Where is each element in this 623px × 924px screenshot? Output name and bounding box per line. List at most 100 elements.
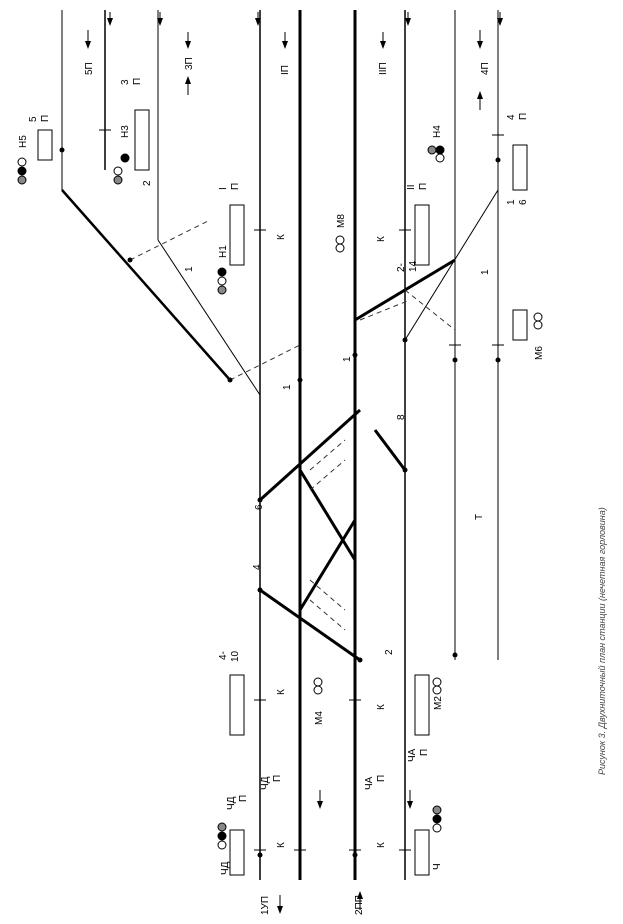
switch-point: [357, 657, 363, 663]
switch-point: [257, 852, 263, 858]
dashed-route-4: [309, 599, 346, 631]
circuit-3p-top: 3: [120, 79, 131, 85]
circuit-2-14-top: 2-: [396, 263, 407, 272]
circuit-cha2-top: ЧА: [407, 748, 418, 762]
switch-point: [402, 467, 408, 473]
signal-m6: М6: [534, 346, 545, 360]
circuit-chd2-top: ЧД: [226, 796, 237, 810]
relay-box-icon: [229, 204, 245, 266]
signal-ch: Ч: [432, 863, 443, 870]
track-1p-label: IП: [280, 65, 291, 75]
circuit-2p-bottom: П: [418, 183, 429, 190]
circuit-5p-top: 5: [28, 116, 39, 122]
signal-lamp-icon: [533, 312, 543, 322]
signal-lamp-icon: [432, 814, 442, 824]
circuit-cha-bottom: П: [376, 775, 387, 782]
relay-box-icon: [134, 109, 150, 171]
signal-lamp-icon: [17, 157, 27, 167]
insulating-joints: [99, 129, 504, 851]
circuit-1p-top: I: [218, 187, 229, 190]
circuit-chd-top: ЧД: [260, 776, 271, 790]
relay-box-icon: [414, 674, 430, 736]
signal-chd: ЧД: [220, 861, 231, 875]
switch-point: [127, 257, 133, 263]
diagonal-6-8: [258, 408, 362, 502]
switch-1c: 1: [342, 356, 353, 362]
signal-n3: Н3: [120, 125, 131, 138]
signal-lamp-icon: [335, 235, 345, 245]
signal-lamp-icon: [432, 805, 442, 815]
signal-lamp-icon: [335, 243, 345, 253]
circuit-chd2-bottom: П: [238, 795, 249, 802]
switch-point: [452, 357, 458, 363]
signal-lamp-icon: [432, 685, 442, 695]
circuit-5p-bottom: П: [40, 115, 51, 122]
signal-lamp-icon: [435, 153, 445, 163]
circuit-1p-bottom: П: [230, 183, 241, 190]
signal-lamp-icon: [120, 153, 130, 163]
circuit-1-6-top: 1: [506, 199, 517, 205]
signal-lamps: [17, 145, 543, 850]
block-k2: К: [376, 842, 387, 848]
track-3p-label: 3П: [184, 57, 195, 70]
signal-m8: М8: [336, 214, 347, 228]
signal-m2: М2: [433, 696, 444, 710]
switch-point: [352, 352, 358, 358]
dashed-route-8: [404, 289, 456, 331]
switch-8: 8: [396, 414, 407, 420]
labels: 1УП 2ПП 5П 3П IП IIП 4П Т ЧД Ч М4 М2 М8 …: [18, 57, 607, 915]
signal-lamp-icon: [313, 685, 323, 695]
track-2p-label: IIП: [378, 62, 389, 75]
signal-lamp-icon: [17, 175, 27, 185]
switch-point: [59, 147, 65, 153]
signal-lamp-icon: [435, 145, 445, 155]
switch-point: [227, 377, 233, 383]
switch-4: 4: [252, 564, 263, 570]
relay-box-icon: [229, 674, 245, 736]
switch-point: [452, 652, 458, 658]
signal-m4: М4: [314, 711, 325, 725]
signal-lamp-icon: [113, 175, 123, 185]
signal-lamp-icon: [217, 267, 227, 277]
switch-point: [495, 357, 501, 363]
diagonal-lower: [373, 429, 407, 471]
track-t-label: Т: [474, 514, 485, 520]
circuit-cha-top: ЧА: [364, 776, 375, 790]
relay-box-icon: [414, 204, 430, 266]
switch-point: [257, 497, 263, 503]
circuit-4-10-bottom: 10: [230, 650, 241, 662]
signal-lamp-icon: [217, 276, 227, 286]
dashed-routes: [129, 219, 456, 631]
signal-n4: Н4: [432, 125, 443, 138]
diagonal-3p: [157, 239, 261, 396]
circuit-4p-top: 4: [506, 114, 517, 120]
switch-point: [352, 852, 358, 858]
circuit-2-num: 2: [142, 180, 153, 186]
circuit-chd-bottom: П: [272, 775, 283, 782]
block-k6: К: [376, 236, 387, 242]
dashed-route-3: [309, 579, 346, 611]
signal-lamp-icon: [432, 823, 442, 833]
circuit-cha2-bottom: П: [419, 749, 430, 756]
switch-points: [59, 147, 501, 858]
signal-lamp-icon: [113, 166, 123, 176]
switch-point: [495, 157, 501, 163]
signal-n5: Н5: [18, 135, 29, 148]
track-1up-label: 1УП: [260, 896, 271, 915]
track-lines: [61, 10, 499, 880]
dashed-route-1: [129, 219, 211, 261]
switch-2: 2: [384, 649, 395, 655]
switch-point: [257, 587, 263, 593]
signal-n1: Н1: [218, 245, 229, 258]
diagonal-4p: [404, 189, 499, 341]
relay-box-icon: [229, 829, 245, 876]
signal-lamp-icon: [432, 677, 442, 687]
switch-point: [297, 377, 303, 383]
block-k4: К: [376, 704, 387, 710]
block-k3: К: [276, 689, 287, 695]
relay-boxes: [37, 109, 528, 876]
signal-lamp-icon: [533, 320, 543, 330]
switch-point: [402, 337, 408, 343]
diagonal-cross-b: [298, 469, 357, 561]
